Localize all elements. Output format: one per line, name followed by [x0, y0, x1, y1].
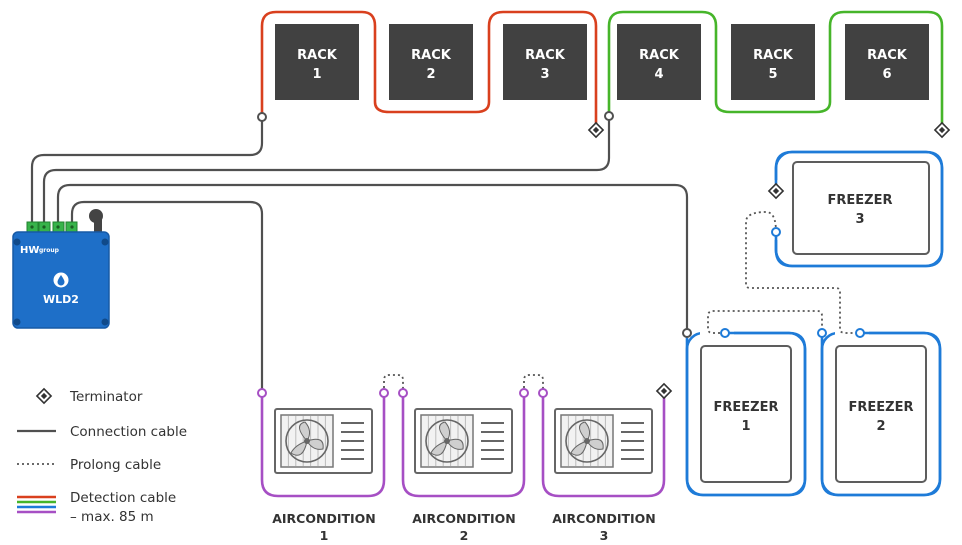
freezer-3-number: 3 [855, 212, 864, 227]
fan-icon [285, 419, 329, 463]
connector-green-start [604, 111, 614, 121]
freezer-1-number: 1 [741, 419, 750, 434]
connection-cable-racks-red [30, 117, 264, 224]
rack-detection-cable-green [607, 10, 944, 126]
ac-detection-cable-2 [401, 393, 526, 498]
legend-detection-label: Detection cable [70, 490, 176, 506]
rack-1-label: RACK [297, 48, 338, 63]
device-brand-suffix: group [39, 247, 60, 254]
rack-2-label: RACK [411, 48, 452, 63]
ac-2-label: AIRCONDITION [412, 511, 516, 526]
fan-icon [565, 419, 609, 463]
rack-2-number: 2 [426, 67, 435, 82]
antenna-knob [89, 209, 103, 223]
rack-detection-cable-red [260, 10, 598, 126]
rack-6: RACK 6 [845, 24, 929, 100]
connector-ac-1-start [257, 388, 267, 398]
legend-detection-lines [17, 495, 56, 514]
freezer-1: FREEZER 1 [685, 331, 807, 497]
legend: Terminator Connection cable Prolong cabl… [17, 387, 187, 525]
terminator-icon [587, 121, 605, 139]
connector-freezer-1-start [682, 328, 692, 338]
ac-1-number: 1 [320, 528, 329, 543]
rack-4-number: 4 [654, 67, 663, 82]
ac-detection-cable-3 [541, 393, 666, 498]
freezer-3-label: FREEZER [828, 193, 893, 208]
rack-1-number: 1 [312, 67, 321, 82]
ac-3-number: 3 [600, 528, 609, 543]
connector-red-start [257, 112, 267, 122]
freezer-2-number: 2 [876, 419, 885, 434]
rack-4-label: RACK [639, 48, 680, 63]
aircondition-3 [554, 408, 653, 474]
legend-connection-label: Connection cable [70, 424, 187, 440]
ac-2-number: 2 [460, 528, 469, 543]
legend-terminator-label: Terminator [69, 389, 143, 405]
rack-5-number: 5 [768, 67, 777, 82]
connector-ac-2-start [398, 388, 408, 398]
rack-3-number: 3 [540, 67, 549, 82]
aircondition-2 [414, 408, 513, 474]
rack-6-number: 6 [882, 67, 891, 82]
terminator-icon [933, 121, 951, 139]
freezer-1-label: FREEZER [714, 400, 779, 415]
ac-1-label: AIRCONDITION [272, 511, 376, 526]
legend-prolong-label: Prolong cable [70, 457, 161, 473]
prolong-cable-ac-2-3 [523, 374, 544, 393]
rack-6-label: RACK [867, 48, 908, 63]
device-brand: HW [20, 245, 39, 256]
connector-freezer-2-start [817, 328, 827, 338]
rack-5-label: RACK [753, 48, 794, 63]
ac-3-label: AIRCONDITION [552, 511, 656, 526]
prolong-cable-ac-1-2 [383, 374, 404, 393]
device-model: WLD2 [43, 293, 79, 306]
connector-ac-3-start [538, 388, 548, 398]
connector-ac-2-end [519, 388, 529, 398]
connector-freezer-1-end [720, 328, 730, 338]
connector-freezer-2-end [855, 328, 865, 338]
terminator-icon [767, 182, 785, 200]
rack-3: RACK 3 [503, 24, 587, 100]
ac-detection-cable-1 [260, 393, 386, 498]
connection-cable-racks-green [42, 116, 611, 224]
rack-1: RACK 1 [275, 24, 359, 100]
freezer-2: FREEZER 2 [820, 331, 942, 497]
connection-cable-airconditions [70, 200, 264, 393]
rack-3-label: RACK [525, 48, 566, 63]
rack-5: RACK 5 [731, 24, 815, 100]
rack-4: RACK 4 [617, 24, 701, 100]
connector-ac-1-end [379, 388, 389, 398]
aircondition-1 [274, 408, 373, 474]
legend-terminator-icon [35, 387, 53, 405]
terminal-blocks [26, 221, 78, 236]
legend-detection-limit: – max. 85 m [70, 509, 154, 525]
freezer-3: FREEZER 3 [774, 150, 944, 268]
rack-2: RACK 2 [389, 24, 473, 100]
connection-cable-freezers [56, 183, 689, 333]
connector-freezer-3-start [771, 227, 781, 237]
terminator-icon [655, 382, 673, 400]
prolong-cable-freezer-3 [745, 211, 860, 334]
freezer-2-label: FREEZER [849, 400, 914, 415]
fan-icon [425, 419, 469, 463]
prolong-cable-freezers [707, 310, 823, 334]
wld2-device: HW group WLD2 [12, 209, 110, 329]
